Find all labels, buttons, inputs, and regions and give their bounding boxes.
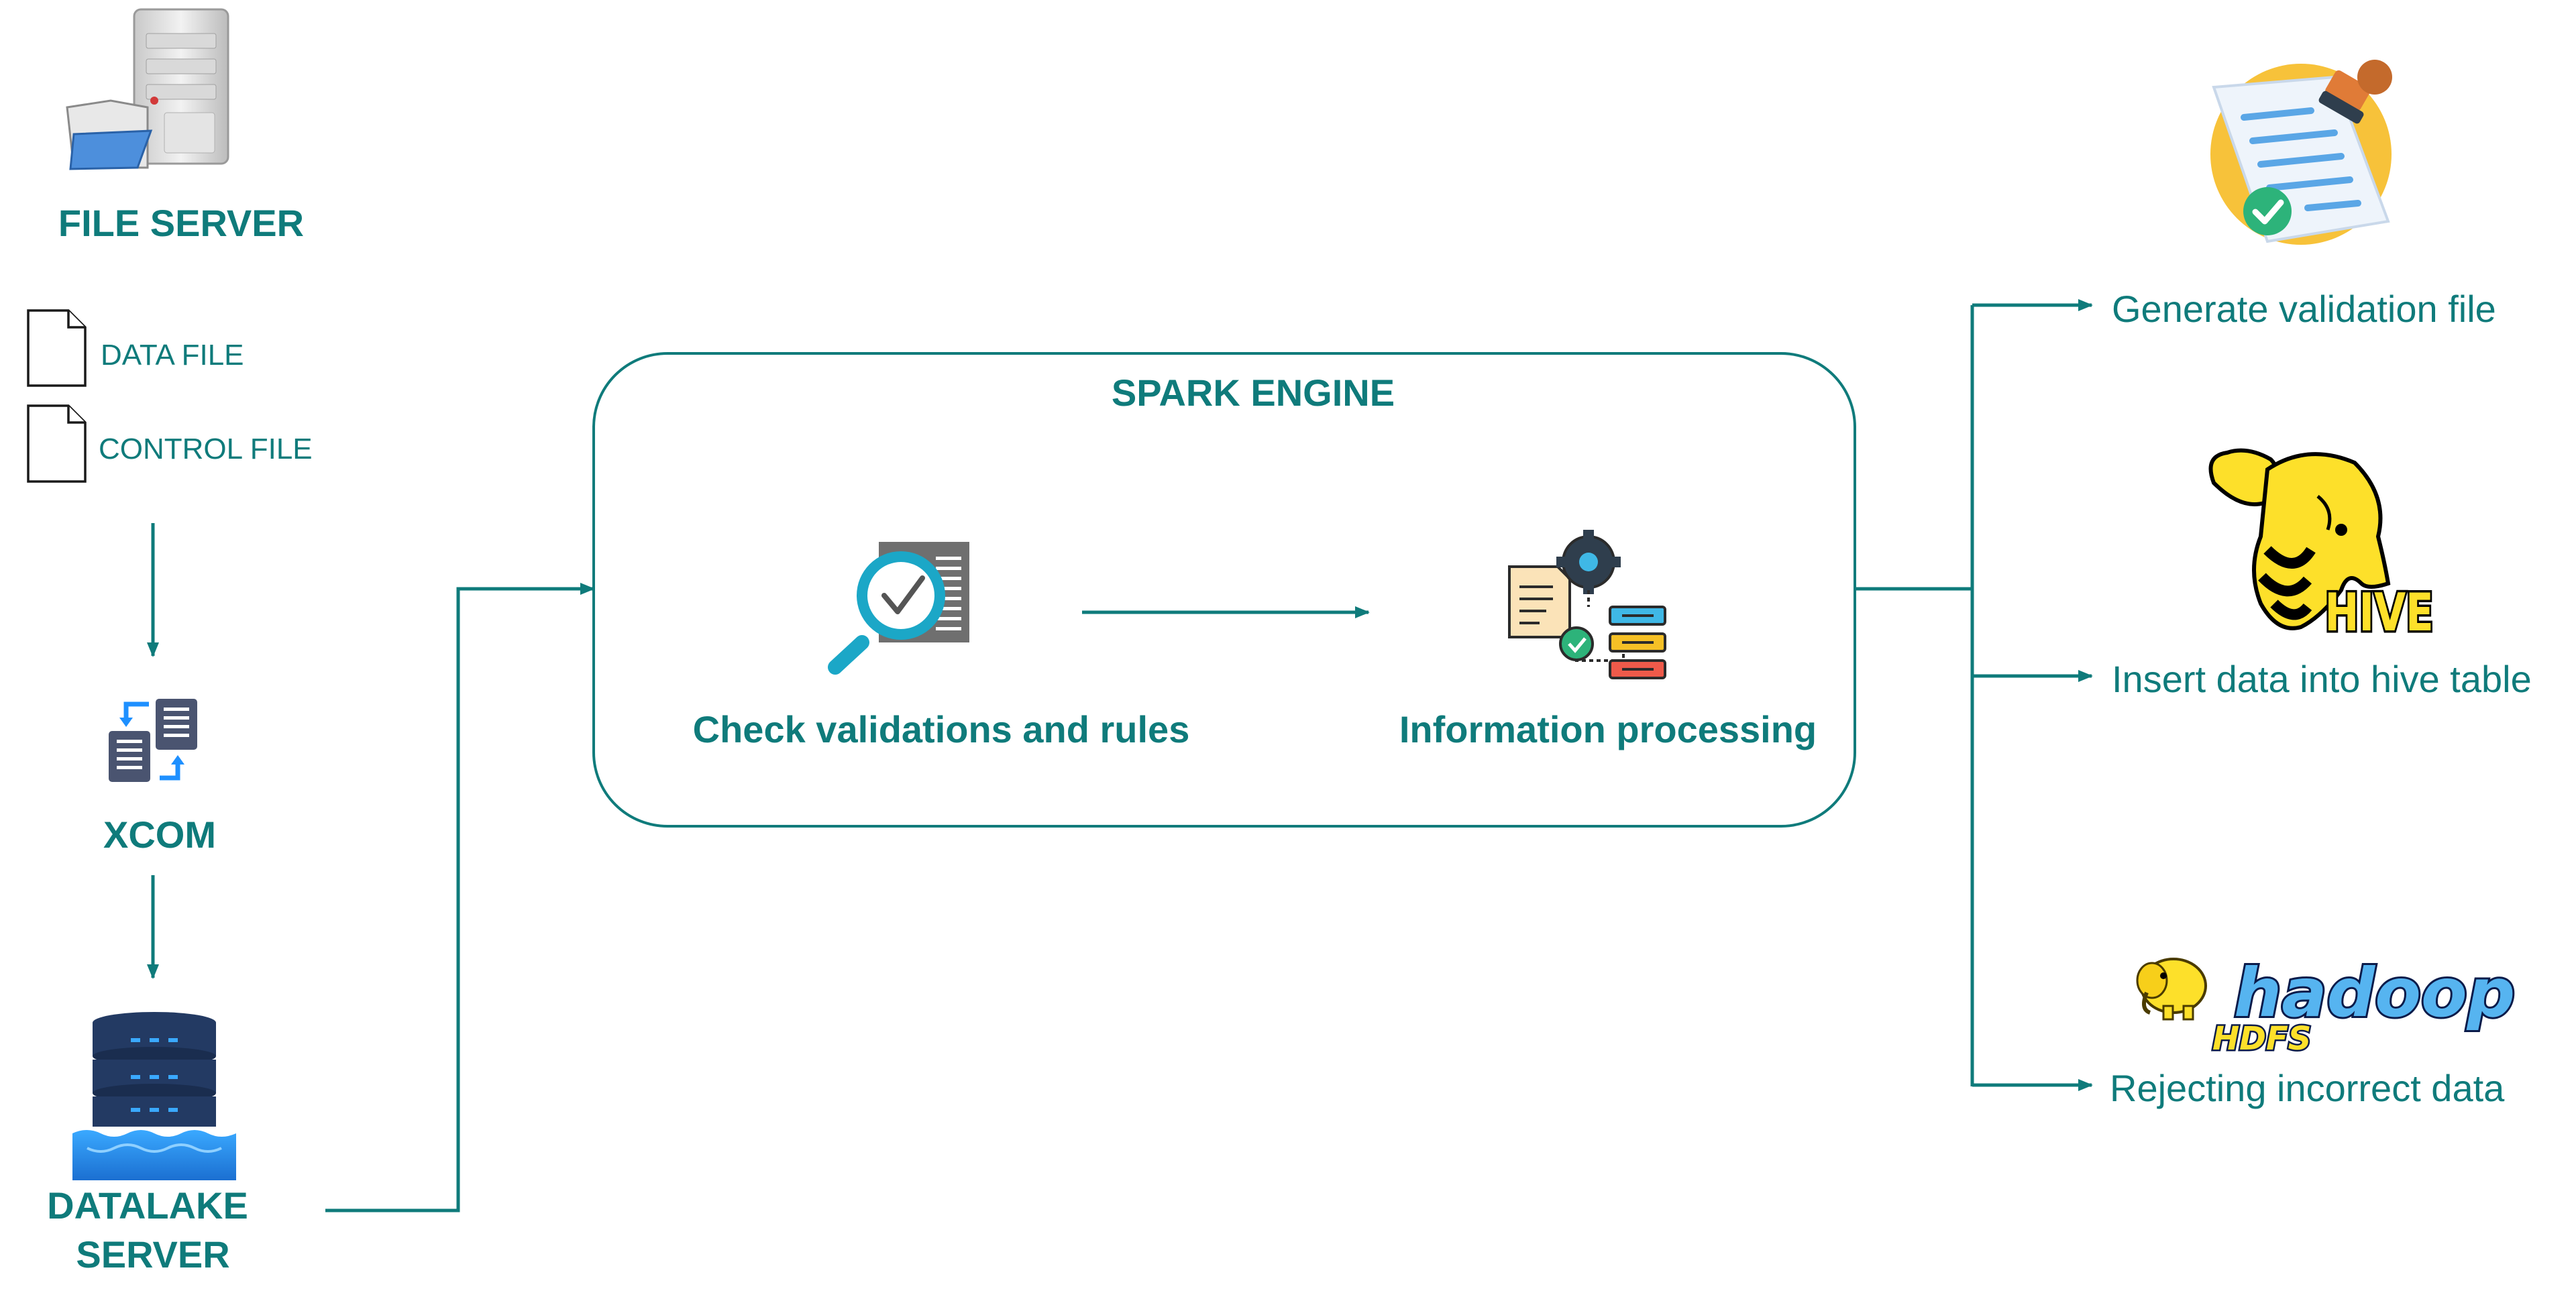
hive-logo-text: HIVE: [2325, 583, 2434, 643]
processing-gear-icon: [1508, 530, 1666, 679]
validation-stamp-icon: [2210, 60, 2392, 245]
exchange-documents-icon: [109, 699, 197, 782]
hive-logo-icon: HIVE: [2208, 448, 2436, 645]
datalake-title-line1: DATALAKE: [47, 1184, 248, 1227]
file-server-icon: [66, 8, 229, 170]
arrow-datalake-to-spark: [325, 583, 595, 1212]
control-file-label: CONTROL FILE: [99, 433, 313, 465]
output-generate-validation-label: Generate validation file: [2112, 288, 2496, 330]
data-file-label: DATA FILE: [101, 339, 244, 372]
hadoop-logo-text: hadoop: [2234, 954, 2515, 1032]
connectors: [147, 299, 2093, 1212]
output-rejecting-data-label: Rejecting incorrect data: [2110, 1067, 2505, 1109]
hadoop-hdfs-logo-icon: hadoop HDFS: [2136, 952, 2517, 1060]
file-server-title: FILE SERVER: [58, 202, 305, 244]
document-icon: [27, 404, 87, 483]
spark-engine-title: SPARK ENGINE: [1111, 372, 1395, 414]
spark-engine-panel: [592, 352, 1856, 828]
xcom-title: XCOM: [103, 813, 216, 856]
step-check-validations-label: Check validations and rules: [692, 708, 1190, 750]
output-insert-hive-label: Insert data into hive table: [2112, 658, 2532, 700]
document-icon: [27, 309, 87, 387]
magnifier-check-icon: [828, 542, 969, 675]
datalake-title-line2: SERVER: [76, 1233, 230, 1276]
database-lake-icon: [72, 1012, 236, 1180]
step-information-processing-label: Information processing: [1399, 708, 1817, 750]
hdfs-logo-text: HDFS: [2212, 1020, 2311, 1058]
